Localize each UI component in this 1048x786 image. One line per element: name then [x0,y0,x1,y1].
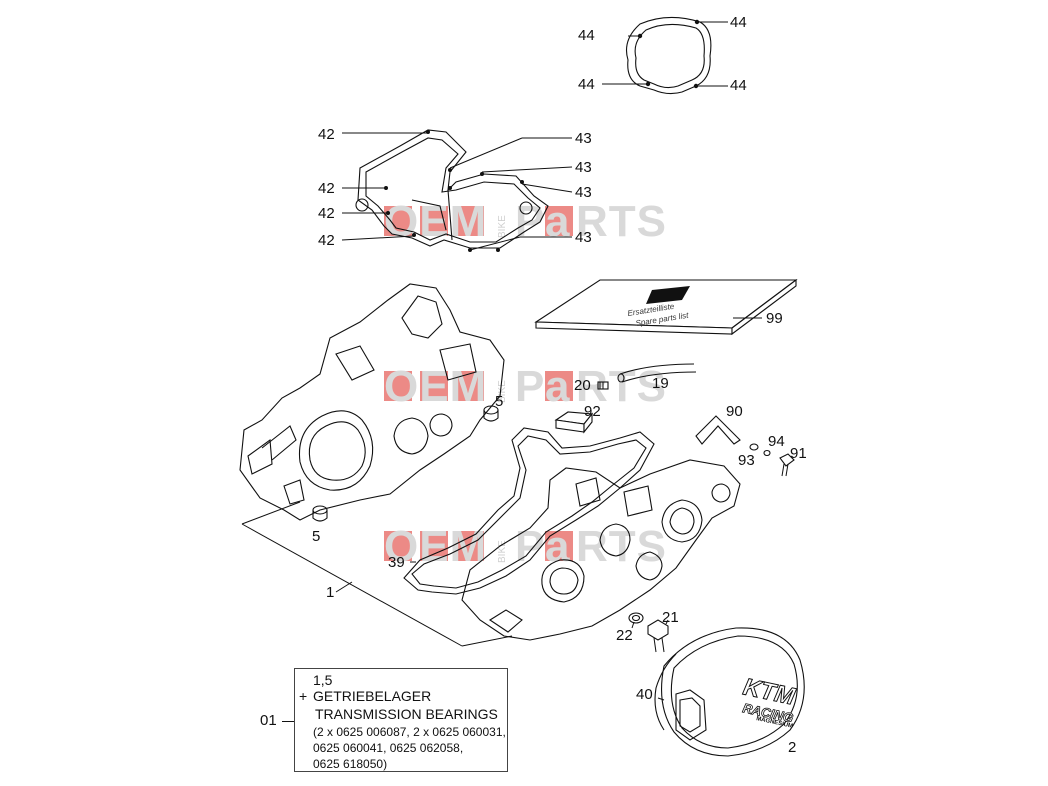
ignition-cover-2: KTM RACING MAGNESIUM 2 [661,627,805,757]
label-44: 44 [578,27,595,44]
watermark-p: P [515,362,545,411]
label-42: 42 [318,232,335,249]
label-21: 21 [662,609,679,626]
label-20: 20 [574,377,591,394]
label-19: 19 [652,375,669,392]
label-43: 43 [575,130,592,147]
watermark-rts: RTS [576,522,667,571]
gasket-40: 40 [636,653,677,731]
label-42: 42 [318,126,335,143]
washer-22: 22 [616,612,644,644]
bracket-90: 90 [695,403,743,445]
washer-93-94: 94 93 [738,433,785,469]
kit-note-box: 1,5 + GETRIEBELAGER TRANSMISSION BEARING… [294,668,508,772]
kit-plus: + [299,688,308,704]
block-92: 92 [554,403,601,434]
label-93: 93 [738,452,755,469]
kit-numbers-2: 0625 060041, 0625 062058, [313,741,464,755]
kit-ref-tick [282,721,294,722]
gasket-42-43: 42 42 42 42 43 43 43 43 [318,126,592,252]
kit-qty: 1,5 [313,672,333,688]
watermark-bike: BIKE [497,540,508,563]
label-1: 1 [326,584,334,601]
label-99: 99 [766,310,783,327]
watermark-2: OEM BIKE P a RTS [384,362,667,411]
watermark-3: OEM BIKE P a RTS [384,522,667,571]
label-40: 40 [636,686,653,703]
watermark-bike: BIKE [497,215,508,238]
watermark-oem: OEM [384,197,487,246]
watermark-p: P [515,522,545,571]
label-42: 42 [318,180,335,197]
label-39: 39 [388,554,405,571]
label-42: 42 [318,205,335,222]
label-5: 5 [495,393,503,410]
spare-parts-manual-99: Ersatzteilliste Spare parts list 99 [534,278,798,336]
label-43: 43 [575,184,592,201]
label-90: 90 [726,403,743,420]
drain-plug-21: 21 [647,609,679,653]
label-22: 22 [616,627,633,644]
label-92: 92 [584,403,601,420]
crankcase-right-half [461,459,741,641]
kit-title-de: GETRIEBELAGER [313,688,432,704]
label-5: 5 [312,528,320,545]
label-43: 43 [575,229,592,246]
bushing-5-upper: 5 [483,393,503,422]
watermark-a: a [545,362,570,411]
watermark-a: a [545,522,570,571]
label-44: 44 [578,76,595,93]
watermark-rts: RTS [576,362,667,411]
watermark-rts: RTS [576,197,667,246]
label-2: 2 [788,739,796,756]
watermark-oem: OEM [384,362,487,411]
watermark-bike: BIKE [497,380,508,403]
crankcase-left-half [239,283,505,521]
hose-19: 19 [617,363,697,392]
gasket-39: 39 [388,427,655,595]
label-91: 91 [790,445,807,462]
assembly-outline-1: 1 [241,501,513,647]
bolt-91: 91 [779,445,807,477]
kit-title-en: TRANSMISSION BEARINGS [315,706,498,722]
kit-numbers-1: (2 x 0625 006087, 2 x 0625 060031, [313,725,506,739]
label-44: 44 [730,77,747,94]
watermark-oem: OEM [384,522,487,571]
gasket-44: 44 44 44 44 [578,14,747,95]
label-43: 43 [575,159,592,176]
label-94: 94 [768,433,785,450]
kit-ref-number: 01 [260,712,277,729]
kit-numbers-3: 0625 618050) [313,757,388,771]
label-44: 44 [730,14,747,31]
bushing-5-lower: 5 [312,505,328,545]
watermark-a: a [545,197,570,246]
nipple-20: 20 [574,377,609,394]
